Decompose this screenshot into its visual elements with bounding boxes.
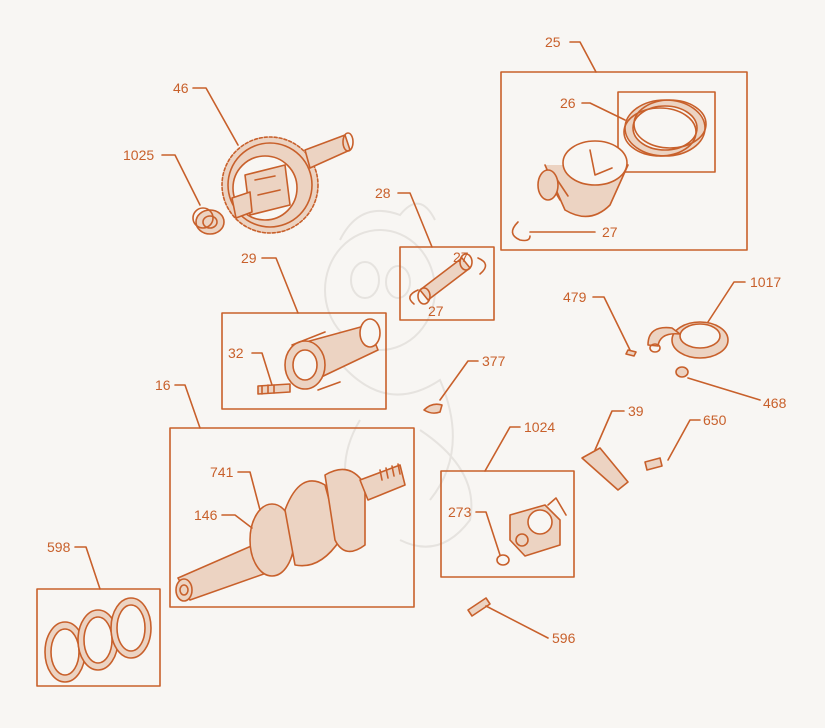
callout-479: 479 <box>563 289 587 305</box>
leader-479 <box>592 296 631 351</box>
callout-596: 596 <box>552 630 576 646</box>
cam-bushing <box>192 207 225 235</box>
pin-479 <box>625 349 637 357</box>
leader-25 <box>569 41 597 73</box>
leader-468 <box>687 377 761 401</box>
leader-32 <box>251 352 273 386</box>
piston-rings <box>623 99 707 157</box>
callout-28: 28 <box>375 185 391 201</box>
callout-16: 16 <box>155 377 171 393</box>
leader-377 <box>439 360 479 401</box>
leader-26 <box>581 102 626 121</box>
leader-29 <box>261 257 299 314</box>
woodruff-key <box>423 403 443 414</box>
circlip-27-piston <box>511 221 531 242</box>
callout-27: 27 <box>428 303 444 319</box>
governor-assembly <box>647 321 729 359</box>
leader-596 <box>485 605 549 639</box>
crankshaft-box <box>169 427 415 608</box>
camshaft <box>231 132 354 219</box>
leader-650 <box>667 419 701 461</box>
leader-28 <box>397 192 433 248</box>
leader-1024 <box>484 426 521 472</box>
piston-ring-set-box <box>617 91 716 173</box>
callout-27: 27 <box>453 249 469 265</box>
leader-16 <box>174 384 201 429</box>
callout-273: 273 <box>448 504 472 520</box>
callout-1024: 1024 <box>524 419 555 435</box>
bolt-650 <box>644 457 663 471</box>
washer-468 <box>675 366 689 378</box>
callout-27: 27 <box>602 224 618 240</box>
callout-598: 598 <box>47 539 71 555</box>
oil-pump-box <box>440 470 575 578</box>
leader-46 <box>192 87 239 146</box>
watermark-mascot <box>324 202 473 548</box>
crankshaft <box>175 463 406 602</box>
circlip-27-bottom <box>409 289 419 305</box>
ring-set-598 <box>44 597 152 683</box>
bolt-596 <box>467 597 491 617</box>
piston <box>537 140 629 218</box>
callout-26: 26 <box>560 95 576 111</box>
leader-273 <box>475 511 501 556</box>
callout-46: 46 <box>173 80 189 96</box>
callout-39: 39 <box>628 403 644 419</box>
connecting-rod <box>284 318 381 391</box>
leader-1017 <box>705 281 746 326</box>
rod-bolt <box>257 383 291 395</box>
leader-1025 <box>161 154 201 206</box>
callout-1017: 1017 <box>750 274 781 290</box>
callout-650: 650 <box>703 412 727 428</box>
leader-39 <box>594 410 625 451</box>
piston-pin-box <box>399 246 495 321</box>
leader-598 <box>74 546 101 590</box>
callout-146: 146 <box>194 507 218 523</box>
o-ring-273 <box>496 554 510 566</box>
piston-pin <box>417 253 473 305</box>
callout-25: 25 <box>545 34 561 50</box>
callout-741: 741 <box>210 464 234 480</box>
connecting-rod-box <box>221 312 387 410</box>
callout-29: 29 <box>241 250 257 266</box>
leader-146 <box>221 514 253 529</box>
oil-pump <box>509 497 567 557</box>
callout-468: 468 <box>763 395 787 411</box>
leader-741 <box>237 471 261 511</box>
circlip-27-top <box>477 257 487 275</box>
ring-set-598-box <box>36 588 161 687</box>
callout-32: 32 <box>228 345 244 361</box>
cover-39 <box>581 447 629 491</box>
callout-1025: 1025 <box>123 147 154 163</box>
piston-assembly-box <box>500 71 748 251</box>
callout-377: 377 <box>482 353 506 369</box>
callout-labels: 25 26 27 28 27 27 46 1025 29 32 377 479 … <box>47 34 787 646</box>
